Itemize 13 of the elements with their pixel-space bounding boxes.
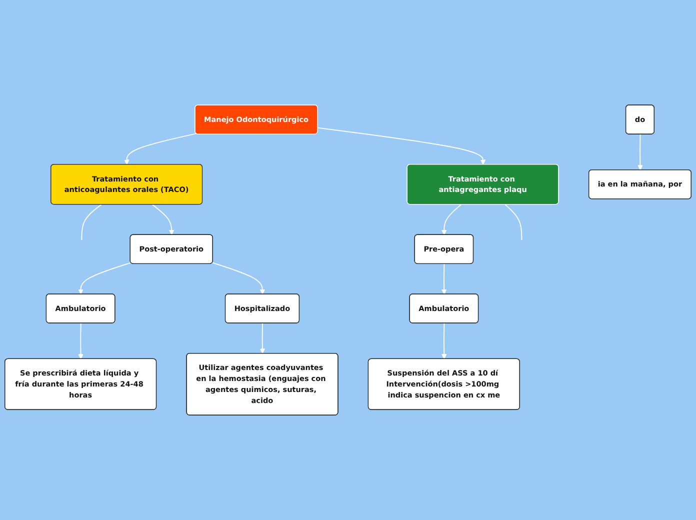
arrow xyxy=(124,133,197,165)
arrow xyxy=(441,204,462,236)
arrow xyxy=(260,322,266,354)
arrow xyxy=(638,134,643,170)
arrow xyxy=(317,127,486,165)
arrow xyxy=(152,204,174,236)
arrow xyxy=(78,262,132,294)
arrow xyxy=(212,262,266,294)
arrow xyxy=(78,322,84,360)
arrow xyxy=(442,322,447,360)
connector xyxy=(504,204,522,240)
arrow xyxy=(441,263,447,294)
connector xyxy=(81,204,102,240)
